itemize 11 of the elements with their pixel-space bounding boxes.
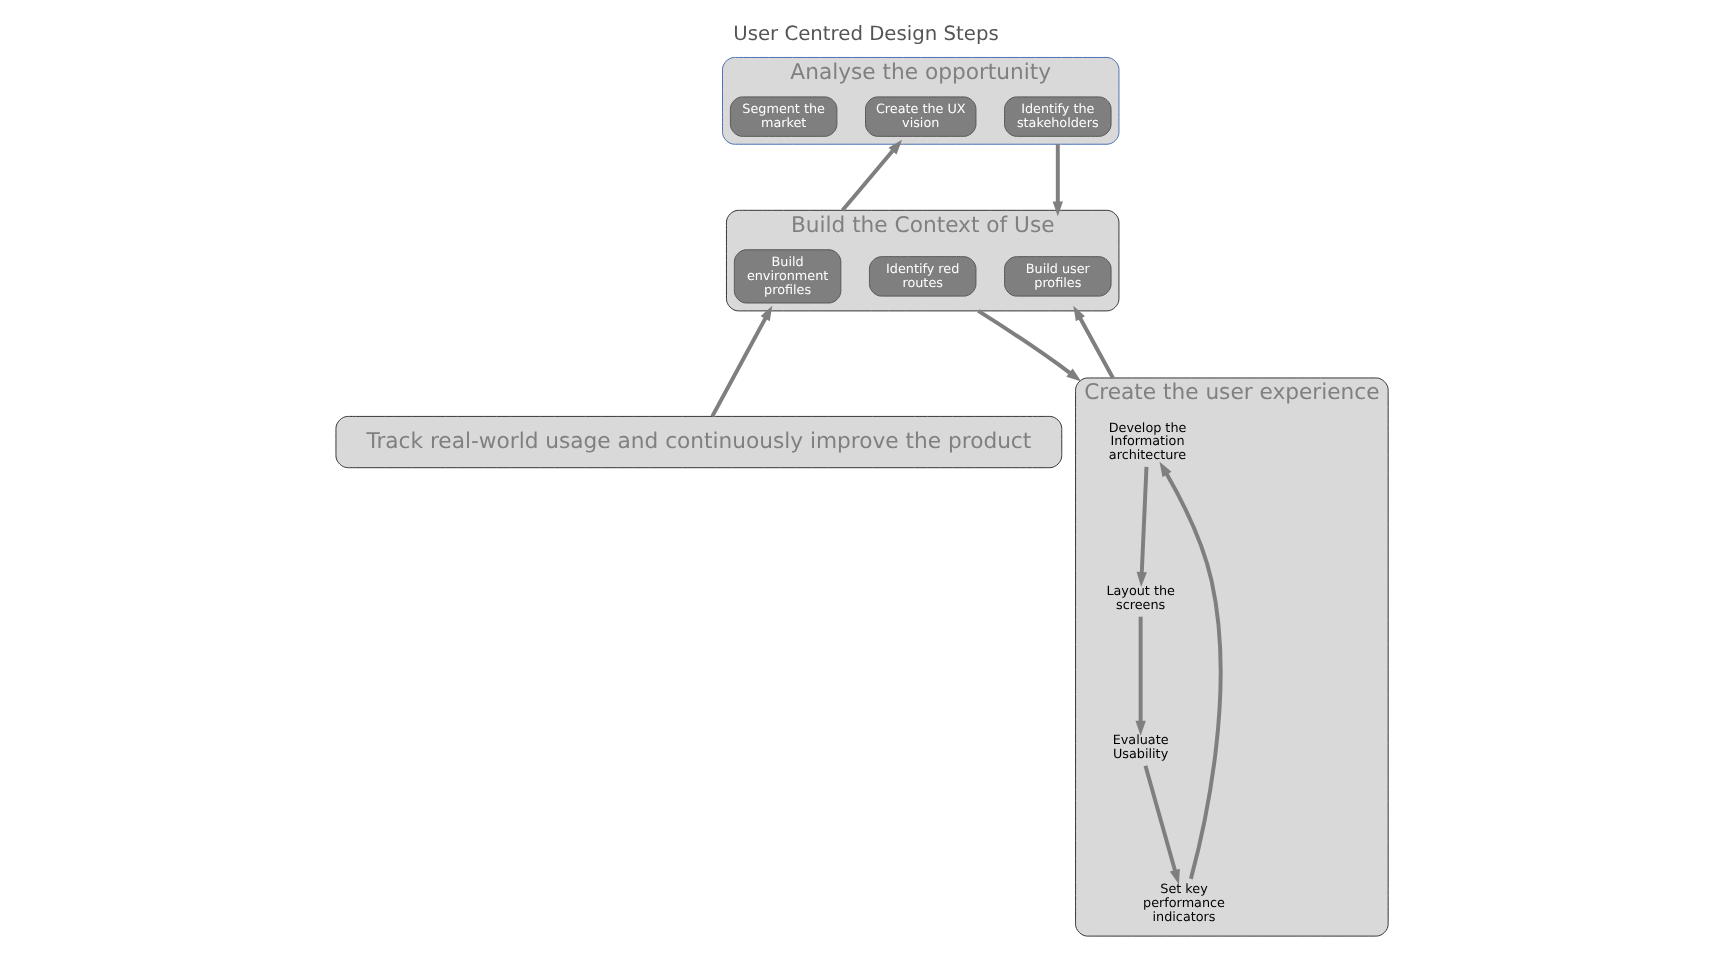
arrow bbox=[841, 139, 903, 212]
arrow bbox=[977, 309, 1082, 382]
arrow bbox=[1135, 616, 1146, 736]
arrow bbox=[1073, 305, 1115, 379]
node-box: Track real-world usage and continuously improve the product bbox=[335, 415, 1063, 469]
arrow bbox=[1159, 461, 1223, 880]
arrow bbox=[1136, 466, 1149, 587]
diagram-title: User Centred Design Steps bbox=[733, 23, 999, 46]
arrow bbox=[710, 305, 773, 418]
arrow bbox=[1052, 144, 1063, 217]
arrow bbox=[1143, 765, 1180, 885]
